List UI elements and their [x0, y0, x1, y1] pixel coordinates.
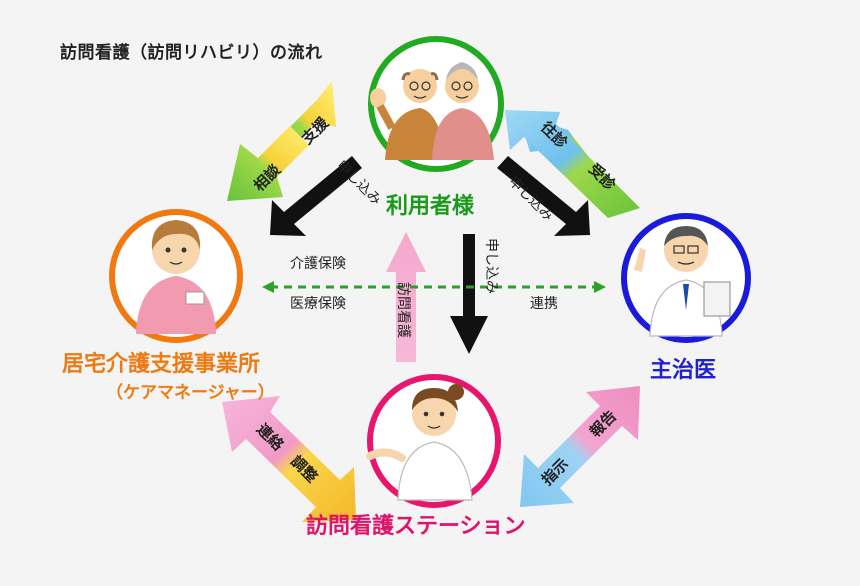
label-medical-insurance: 医療保険 — [290, 295, 346, 312]
care-manager-node — [109, 209, 243, 343]
arrow-station-user — [386, 232, 426, 362]
doctor-node — [621, 213, 751, 343]
elderly-couple-icon — [370, 62, 494, 160]
care-manager-sub-label: （ケアマネージャー） — [106, 383, 275, 403]
cooperation-dashed-arrow — [262, 281, 606, 293]
arrow-doctor-station — [520, 386, 640, 507]
label-cooperation: 連携 — [530, 296, 558, 312]
apply-arrows — [270, 156, 590, 354]
station-label: 訪問看護ステーション — [306, 514, 526, 539]
page-title: 訪問看護（訪問リハビリ）の流れ — [60, 43, 323, 63]
arrow-user-care-manager — [227, 81, 336, 201]
label-user-station-apply: 申し込み — [483, 238, 499, 294]
arrow-care-station — [222, 396, 356, 522]
user-label: 利用者様 — [386, 194, 475, 219]
label-station-user-visit: 訪問看護 — [395, 282, 411, 338]
user-node — [368, 36, 504, 172]
care-manager-icon — [136, 220, 216, 334]
nurse-icon — [366, 384, 473, 501]
doctor-icon — [634, 226, 731, 337]
station-node — [366, 374, 501, 508]
care-manager-label: 居宅介護支援事業所 — [62, 352, 261, 377]
doctor-label: 主治医 — [650, 358, 717, 383]
label-care-insurance: 介護保険 — [290, 256, 346, 272]
arrow-user-doctor — [505, 110, 640, 218]
